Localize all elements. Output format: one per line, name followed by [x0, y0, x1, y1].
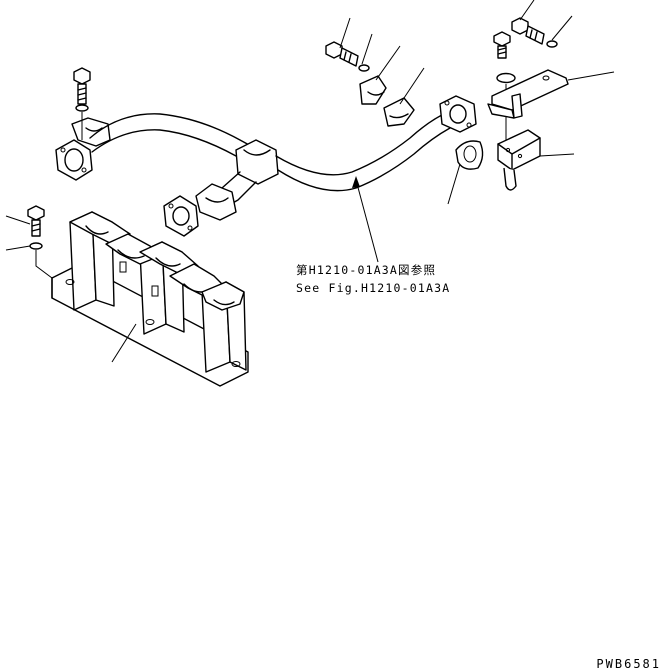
branch-flange	[163, 195, 199, 237]
mounting-bracket-base	[51, 211, 249, 387]
reference-callout-jp: 第H1210-01A3A図参照	[296, 263, 437, 277]
bolt	[511, 17, 545, 45]
washer	[29, 242, 43, 250]
pipe-tee	[235, 139, 279, 185]
left-pipe-flange	[55, 139, 93, 181]
drawing-id: PWB6581	[596, 657, 661, 671]
bolt	[73, 67, 91, 105]
rubber-cushion	[383, 97, 415, 127]
leader-lines	[5, 0, 615, 363]
right-pipe-flange	[439, 95, 477, 133]
bolt	[493, 31, 511, 59]
rubber-grommet	[455, 140, 484, 170]
reference-callout-en: See Fig.H1210-01A3A	[296, 281, 451, 295]
washer	[75, 104, 89, 112]
pipe-assembly	[55, 95, 477, 237]
lower-right-bracket	[497, 129, 541, 191]
washer	[496, 72, 516, 84]
washer	[546, 40, 558, 48]
upper-right-bracket	[487, 69, 569, 119]
bolt	[27, 205, 45, 237]
washer	[358, 64, 370, 72]
bolt	[325, 41, 359, 67]
pipe-clamp-upper	[359, 75, 387, 105]
